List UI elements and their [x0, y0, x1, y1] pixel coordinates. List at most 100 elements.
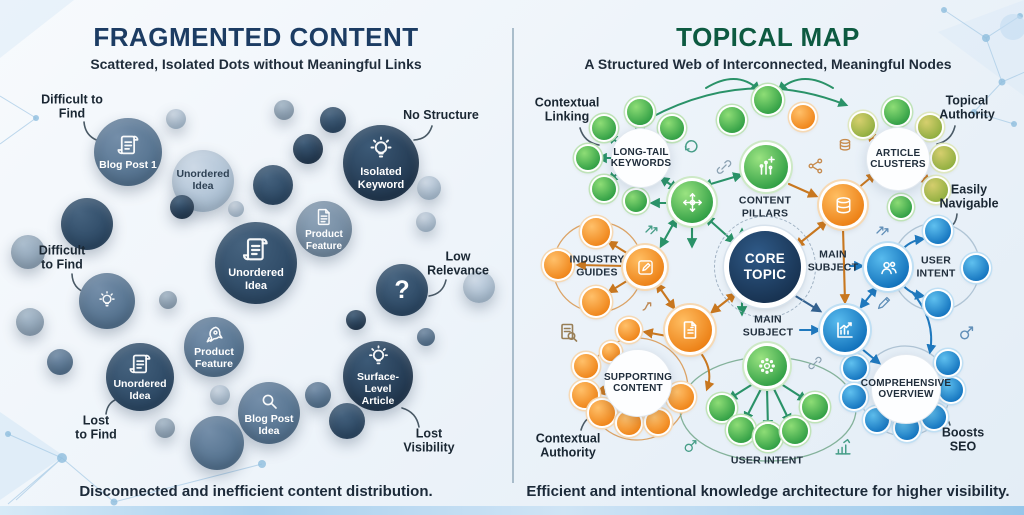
loop-icon: [680, 135, 702, 157]
bubble-dot: [228, 201, 244, 217]
bubble-dot: [159, 291, 177, 309]
bubble-label: Unordered Idea: [176, 168, 230, 192]
scroll-icon: [240, 234, 272, 266]
node-dot: [625, 190, 647, 212]
pencil-icon: [635, 257, 656, 278]
document-icon: [678, 318, 702, 342]
node-dot: [936, 351, 960, 375]
supporting-content-hub: SUPPORTING CONTENT: [604, 349, 672, 417]
connection-curve: [649, 87, 849, 119]
connection-arrow: [658, 176, 680, 191]
bubble-dot: [416, 212, 436, 232]
node-dot: [963, 255, 989, 281]
fragmented-title: FRAGMENTED CONTENT: [93, 22, 419, 52]
bubble-dot: [11, 235, 45, 269]
bubble-dot: [293, 134, 323, 164]
zigzag-icon: [639, 295, 659, 315]
connection-arrow: [859, 285, 878, 310]
bottom-accent-bar: [0, 506, 1024, 515]
callout-connector: [413, 125, 433, 141]
node-dot: [925, 218, 951, 244]
content-pillars-hub: [744, 145, 788, 189]
bubble-label: ?: [394, 276, 410, 304]
bubble-dot: [305, 382, 331, 408]
node-dot: [719, 107, 745, 133]
bubble-question: ?: [376, 264, 428, 316]
network-label-main: MAIN SUBJECT: [807, 248, 859, 273]
search-icon: [257, 389, 281, 413]
doc-icon: [313, 206, 335, 228]
connection-arrow: [743, 385, 764, 423]
callout-difficult-to-find: Difficult to Find: [41, 92, 103, 121]
chain-icon: [714, 157, 734, 177]
callout-connector: [401, 407, 420, 428]
node-dot: [791, 105, 815, 129]
node-dot: [843, 356, 867, 380]
bubble-dot: [79, 273, 135, 329]
bubble-dot: [417, 328, 435, 346]
connection-arrow: [839, 226, 851, 305]
node-dot: [618, 319, 640, 341]
node-dot: [592, 116, 616, 140]
callout-connector: [936, 125, 956, 145]
connection-arrow: [762, 386, 774, 431]
bubble-surface-level-article: Surface-Level Article: [343, 341, 413, 411]
long-tail-keywords-hub: LONG-TAIL KEYWORDS: [611, 128, 671, 188]
bubble-unordered-idea: Unordered Idea: [215, 222, 297, 304]
node-dot: [802, 394, 828, 420]
pillars-icon: [754, 155, 778, 179]
connection-arrow: [726, 380, 758, 401]
bubble-dot: [329, 403, 365, 439]
bubble-dot: [47, 349, 73, 375]
callout-low-relevance: Low Relevance: [427, 249, 489, 278]
node-dot: [939, 378, 963, 402]
callout-contextual-linking: Contextual Linking: [534, 95, 600, 124]
bubble-unordered-idea: Unordered Idea: [106, 343, 174, 411]
callout-lost-to-find: Lost to Find: [75, 413, 117, 442]
node-dot: [576, 146, 600, 170]
chart-icon: [833, 318, 857, 342]
node-dot: [884, 99, 910, 125]
bubble-dot: [417, 176, 441, 200]
bubble-blog-post-1: Blog Post 1: [94, 118, 162, 186]
comprehensive-overview-hub: COMPREHENSIVE OVERVIEW: [861, 354, 951, 424]
fragmented-header: FRAGMENTED CONTENT Scattered, Isolated D…: [0, 22, 512, 72]
fragmented-caption: Disconnected and inefficient content dis…: [79, 483, 433, 500]
rocket-icon: [203, 323, 226, 346]
bubble-dot: [210, 385, 230, 405]
scroll-icon: [115, 132, 142, 159]
supporting-content-label: SUPPORTING CONTENT: [603, 371, 673, 395]
network-label-content: CONTENT PILLARS: [738, 194, 792, 219]
chain-icon: [806, 354, 824, 372]
node-dot: [728, 417, 754, 443]
connection-arrow: [899, 281, 926, 300]
magnifier-trend-icon: [680, 437, 700, 457]
node-dot: [924, 178, 948, 202]
north-arrows-icon: [872, 218, 892, 238]
database-hub: [822, 184, 864, 226]
distribution-hub: [671, 181, 713, 223]
callout-boosts-seo: Boosts SEO: [941, 425, 985, 454]
callout-difficult-to-find: Difficult to Find: [38, 243, 86, 272]
bubble-label: Product Feature: [194, 346, 234, 370]
node-dot: [574, 354, 598, 378]
long-tail-keywords-label: LONG-TAIL KEYWORDS: [610, 146, 672, 170]
core-topic-hub: CORE TOPIC: [714, 216, 816, 318]
node-dot: [755, 424, 781, 450]
bubble-label: Blog Post 1: [99, 159, 157, 172]
share-icon: [806, 156, 826, 176]
callout-easily-navigable: Easily Navigable: [939, 182, 999, 211]
main-subject-chart-hub: [823, 308, 867, 352]
connection-arrow: [776, 380, 809, 402]
connection-curve: [699, 351, 715, 392]
topical-header: TOPICAL MAP A Structured Web of Intercon…: [512, 22, 1024, 72]
bubble-isolated-keyword: Isolated Keyword: [343, 125, 419, 201]
bubble-dot: [320, 107, 346, 133]
callout-contextual-authority: Contextual Authority: [535, 431, 601, 460]
move-icon: [681, 191, 704, 214]
bubble-dot: [346, 310, 366, 330]
topical-title: TOPICAL MAP: [676, 22, 860, 52]
